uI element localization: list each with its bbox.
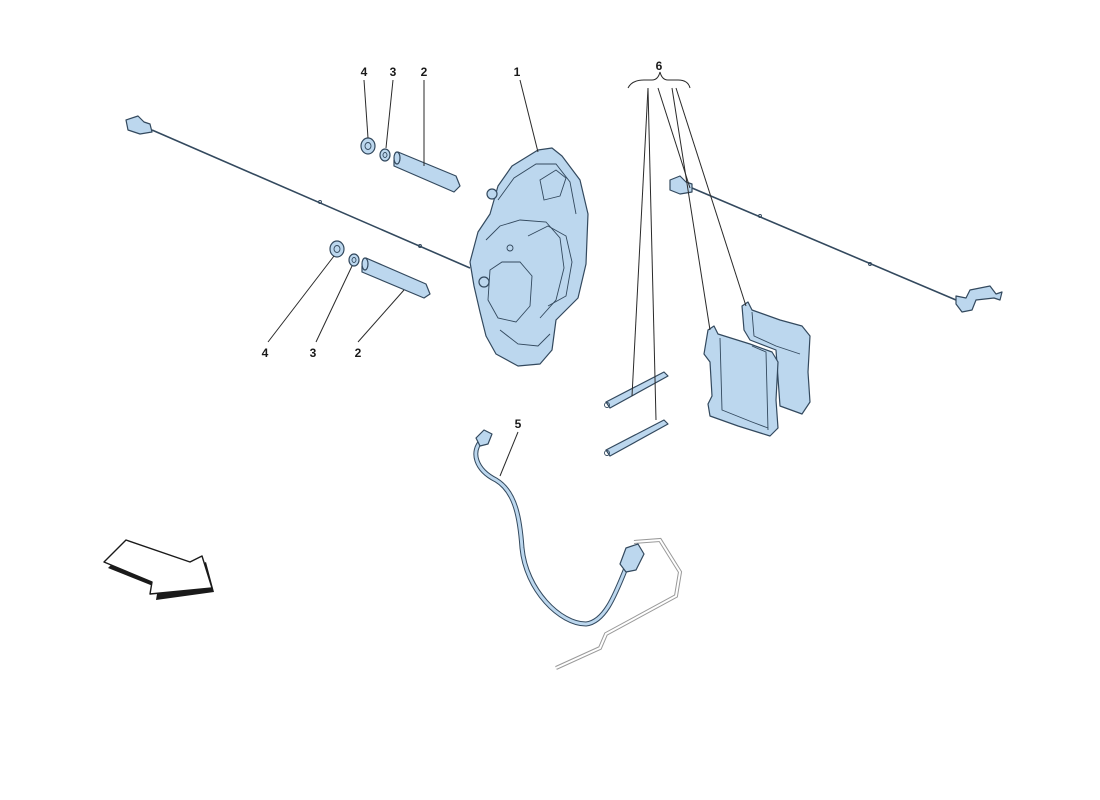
washer-upper xyxy=(379,148,391,162)
direction-arrow-icon xyxy=(103,539,214,600)
pad-pin-upper xyxy=(604,371,669,409)
callout-washer-lower: 3 xyxy=(310,346,317,360)
callout-pin-lower: 2 xyxy=(355,346,362,360)
brake-line-pipe xyxy=(555,537,683,670)
callout-pad-kit: 6 xyxy=(656,59,663,73)
leader-lines xyxy=(267,71,747,477)
brake-pad-front xyxy=(703,325,779,437)
callout-brake-hose: 5 xyxy=(515,417,522,431)
pad-wear-sensor-right xyxy=(669,175,1003,313)
pad-wear-sensor-left xyxy=(125,115,471,269)
brake-pad-rear xyxy=(741,301,811,415)
retaining-pin-lower xyxy=(361,257,431,299)
pad-pin-lower xyxy=(604,419,669,457)
brake-caliper xyxy=(469,147,589,367)
callout-washer-upper: 3 xyxy=(390,65,397,79)
brake-hose xyxy=(473,429,645,627)
washer-lower xyxy=(348,253,360,267)
nut-lower xyxy=(329,240,345,258)
callout-nut-upper: 4 xyxy=(361,65,368,79)
callout-pin-upper: 2 xyxy=(421,65,428,79)
callout-nut-lower: 4 xyxy=(262,346,269,360)
retaining-pin-upper xyxy=(393,151,461,193)
nut-upper xyxy=(360,137,376,155)
callouts: 1 2 3 4 4 3 2 5 6 xyxy=(262,59,663,431)
callout-caliper: 1 xyxy=(514,65,521,79)
